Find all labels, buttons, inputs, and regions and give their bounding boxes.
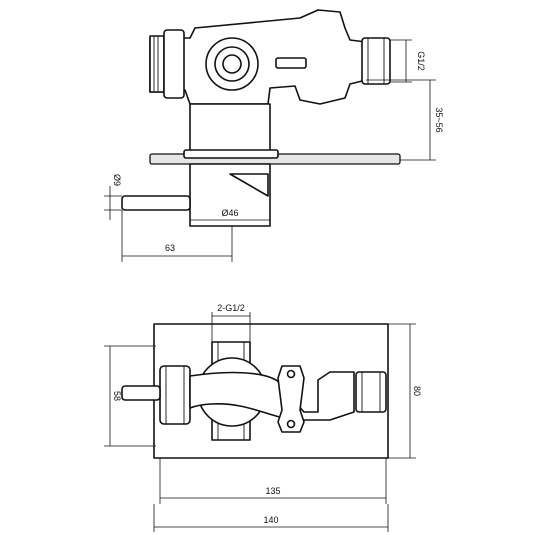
side-view (121, 9, 401, 227)
thread-side-label: G1/2 (416, 51, 426, 71)
dim-thread-top: 2-G1/2 (211, 303, 251, 342)
outlet-nut (361, 37, 391, 85)
dim-body-dia: Ø46 (190, 208, 270, 221)
front-handle-stem (121, 385, 161, 401)
stem-dia-label: Ø9 (112, 174, 122, 186)
body-dia-label: Ø46 (221, 208, 238, 218)
dim-height-outer: 80 (388, 323, 422, 459)
cartridge-neck (189, 103, 271, 153)
front-view (121, 323, 389, 459)
curved-pipe (189, 371, 355, 421)
stem-reach-label: 63 (165, 243, 175, 253)
depth-range-label: 35~56 (434, 107, 444, 132)
handle-stem (121, 195, 191, 211)
center-port (205, 37, 259, 91)
dim-width-outer: 140 (153, 504, 389, 532)
dim-thread-side: G1/2 (390, 39, 426, 83)
width-outer-label: 140 (263, 515, 278, 525)
dim-stem-dia: Ø9 (104, 174, 122, 220)
left-hex-nut (149, 35, 165, 93)
dim-stem-reach: 63 (121, 210, 233, 262)
width-inner-label: 135 (265, 486, 280, 496)
mounting-lug (277, 365, 305, 433)
right-outlet (355, 371, 387, 413)
dim-depth-range: 35~56 (366, 79, 444, 161)
dim-width-inner: 135 (159, 458, 387, 504)
thread-top-label: 2-G1/2 (217, 303, 245, 313)
handle-nut (159, 365, 191, 425)
height-inner-label: 58 (112, 391, 122, 401)
dim-height-inner: 58 (104, 345, 156, 447)
upper-body (149, 9, 367, 105)
height-outer-label: 80 (412, 386, 422, 396)
